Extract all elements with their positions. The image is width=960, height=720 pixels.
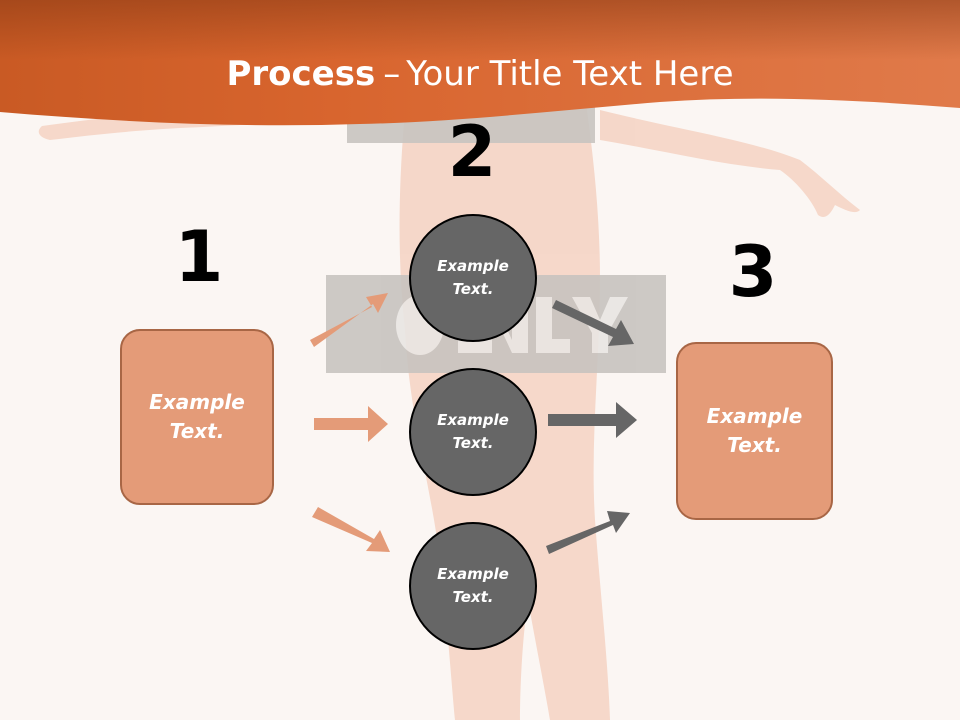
arrow-middle-circle-to-right xyxy=(548,402,637,438)
slide-title: Process–Your Title Text Here xyxy=(0,52,960,96)
arrow-bottom-circle-to-right xyxy=(546,511,630,554)
circle-bottom-text: Example Text. xyxy=(437,565,509,606)
step-1-box-text: Example Text. xyxy=(149,390,245,443)
arrow-left-to-bottom-circle xyxy=(312,507,390,552)
arrow-left-to-middle-circle xyxy=(314,406,388,442)
title-bold: Process xyxy=(226,54,376,94)
step-2-circle-middle: Example Text. xyxy=(409,368,537,496)
arrow-top-circle-to-right xyxy=(552,300,634,346)
step-3-box: Example Text. xyxy=(676,342,833,520)
step-number-3: 3 xyxy=(728,231,778,313)
step-number-2: 2 xyxy=(447,111,497,193)
title-rest: Your Title Text Here xyxy=(406,54,734,94)
circle-top-text: Example Text. xyxy=(437,257,509,298)
circle-middle-text: Example Text. xyxy=(437,411,509,452)
step-3-box-text: Example Text. xyxy=(706,404,803,457)
arrow-left-to-top-circle xyxy=(310,293,388,347)
step-2-circle-top: Example Text. xyxy=(409,214,537,342)
step-1-box: Example Text. xyxy=(120,329,274,505)
title-separator: – xyxy=(383,54,401,94)
step-number-1: 1 xyxy=(174,216,224,298)
step-2-circle-bottom: Example Text. xyxy=(409,522,537,650)
